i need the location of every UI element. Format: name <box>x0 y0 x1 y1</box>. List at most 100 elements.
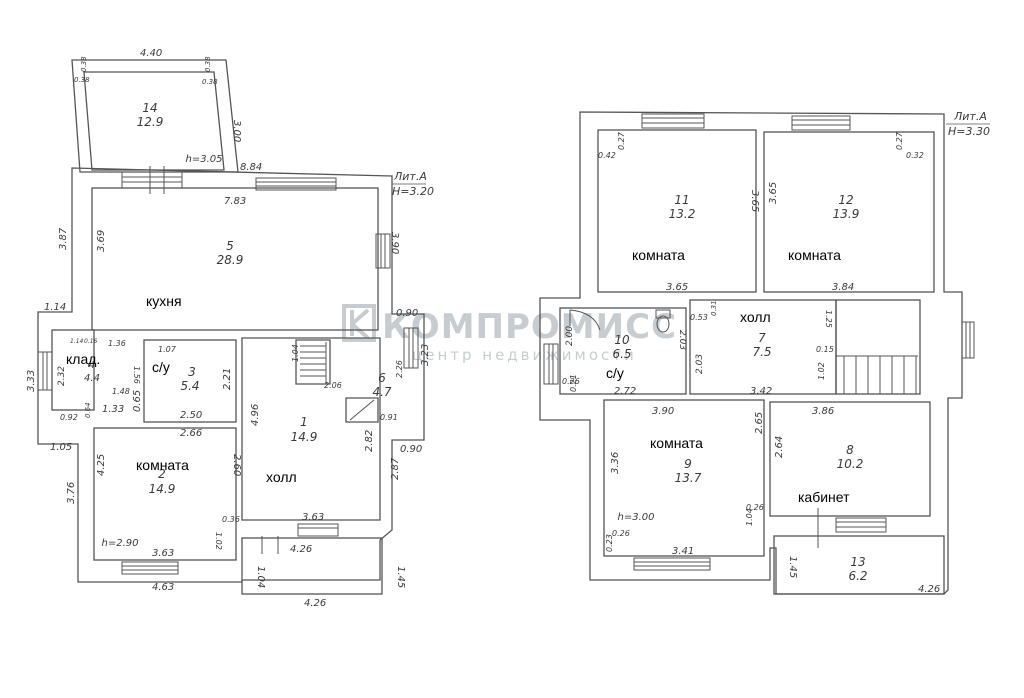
dim-1-05: 1.05 <box>50 442 72 453</box>
floor2-height-label: H=3.30 <box>948 125 990 138</box>
kitchen-label: кухня <box>146 293 182 309</box>
dim-7-83: 7.83 <box>224 196 246 207</box>
room-11-label: комната <box>632 247 685 263</box>
dim2-0-21: 0.21 <box>569 374 578 392</box>
floor2-fixtures <box>569 309 819 548</box>
dim-2-50: 2.50 <box>180 410 202 421</box>
room-2-number: 2 <box>158 467 166 481</box>
floor1-doors <box>261 536 279 554</box>
dim-8-84: 8.84 <box>240 162 262 173</box>
dim-3-76: 3.76 <box>66 482 77 504</box>
dim2-0-31: 0.31 <box>710 300 718 316</box>
dim-2-21: 2.21 <box>222 368 233 390</box>
room-6-number: 6 <box>378 371 386 385</box>
dim2-3-41: 3.41 <box>672 546 694 557</box>
wc-label-floor1: с/у <box>152 359 170 375</box>
room-9-number: 9 <box>684 457 692 471</box>
hall-label-floor1: холл <box>266 469 297 485</box>
room-1-number: 1 <box>300 415 308 429</box>
dim-3-63-b: 3.63 <box>152 548 174 559</box>
dim-2-26: 2.26 <box>395 360 404 378</box>
watermark: КОМПРОМИСС центр недвижимости <box>342 304 676 364</box>
room-9-area: 13.7 <box>675 471 702 485</box>
dim-0-65: 0.65 <box>132 390 143 412</box>
dim-2-87: 2.87 <box>390 457 401 480</box>
dim-0-91: 0.91 <box>380 413 398 422</box>
dim-0-38-b: 0.38 <box>74 76 90 84</box>
room-4-area: 4.4 <box>84 373 100 384</box>
floor1-stairs <box>300 342 375 421</box>
room-5-area: 28.9 <box>217 253 244 267</box>
dim-1-36: 1.36 <box>108 339 126 348</box>
dim2-3-36: 3.36 <box>610 452 621 474</box>
dim-4-26-b: 4.26 <box>304 598 326 609</box>
dim-4-25: 4.25 <box>96 454 107 476</box>
dim-3-00: 3.00 <box>231 120 242 142</box>
dim2-0-26-b: 0.26 <box>612 529 630 538</box>
floor1-lit: Лит.А H=3.20 <box>392 170 434 198</box>
floor1-lit-label: Лит.А <box>393 170 427 183</box>
dim-0-38-a: 0.38 <box>80 56 88 72</box>
dim2-2-03-b: 2.03 <box>695 354 705 374</box>
dim-1-07: 1.07 <box>158 345 177 354</box>
dim-4-26-a: 4.26 <box>290 544 312 555</box>
room-11-area: 13.2 <box>669 207 696 221</box>
dim-3-87: 3.87 <box>58 227 69 250</box>
floor2-walls <box>539 111 963 595</box>
floor2-labels: комната комната с/у холл комната кабинет <box>606 247 850 505</box>
dim-1-45: 1.45 <box>395 566 406 588</box>
room-2-area: 14.9 <box>149 482 176 496</box>
room-5-number: 5 <box>226 239 234 253</box>
room-7-area: 7.5 <box>752 345 771 359</box>
dim-2-60: 2.60 <box>231 454 242 476</box>
dim2-0-32: 0.32 <box>906 151 924 160</box>
dim2-3-65-a: 3.65 <box>749 190 760 212</box>
dim-0-90-b: 0.90 <box>400 444 422 455</box>
dim2-2-65: 2.65 <box>754 412 765 434</box>
dim-1-14-b: 1.14 <box>70 338 84 345</box>
dim-0-92: 0.92 <box>60 413 78 422</box>
dim-1-56: 1.56 <box>132 366 141 384</box>
floor1-walls <box>37 59 425 595</box>
room-8-number: 8 <box>846 443 854 457</box>
dim-0-38-d: 0.38 <box>202 78 218 86</box>
dim-3-23: 3.23 <box>420 344 431 366</box>
dim-3-33: 3.33 <box>26 370 37 392</box>
hall-label-floor2: холл <box>740 309 771 325</box>
dim-2-66: 2.66 <box>180 428 202 439</box>
dim2-4-26: 4.26 <box>918 584 940 595</box>
room-14-height: h=3.05 <box>186 154 223 165</box>
dim-1-04-b: 1.04 <box>255 566 266 588</box>
floor2-windows <box>543 113 975 571</box>
room-9-label: комната <box>650 435 703 451</box>
dim2-0-23: 0.23 <box>605 534 614 552</box>
dim2-0-26-c: 0.26 <box>746 503 764 512</box>
room-4-number: 4 <box>89 360 95 371</box>
floor1-room-numbers: 14 12.9 h=3.05 5 28.9 4 4.4 3 5.4 1 14.9… <box>84 101 392 549</box>
dim-0-16: 0.16 <box>84 338 98 345</box>
dim-0-90-a: 0.90 <box>396 308 418 319</box>
dim2-0-42: 0.42 <box>598 151 616 160</box>
dim2-0-26-a: 0.26 <box>562 377 580 386</box>
floor2-lit: Лит.А H=3.30 <box>946 110 990 138</box>
dim2-1-25: 1.25 <box>824 310 833 328</box>
room-12-area: 13.9 <box>833 207 860 221</box>
room-2-height: h=2.90 <box>102 538 139 549</box>
dim-1-04: 1.04 <box>291 344 300 362</box>
dim-0-64: 0.64 <box>84 402 92 418</box>
watermark-logo-icon <box>342 304 376 342</box>
wc-label-floor2: с/у <box>606 365 624 381</box>
room-8-area: 10.2 <box>837 457 864 471</box>
room-label-floor1: комната <box>136 457 189 473</box>
floor2-stairs <box>836 355 918 394</box>
room-10-number: 10 <box>614 333 630 347</box>
dim2-2-64: 2.64 <box>774 436 785 458</box>
dim2-3-42: 3.42 <box>750 386 772 397</box>
dim2-3-65-c: 3.65 <box>666 282 688 293</box>
dim-1-33: 1.33 <box>102 404 124 415</box>
dim-1-14: 1.14 <box>44 302 66 313</box>
room-1-area: 14.9 <box>291 430 318 444</box>
dim-1-48: 1.48 <box>112 387 130 396</box>
dim2-0-53: 0.53 <box>690 313 708 322</box>
dim-0-38-c: 0.38 <box>204 56 212 72</box>
